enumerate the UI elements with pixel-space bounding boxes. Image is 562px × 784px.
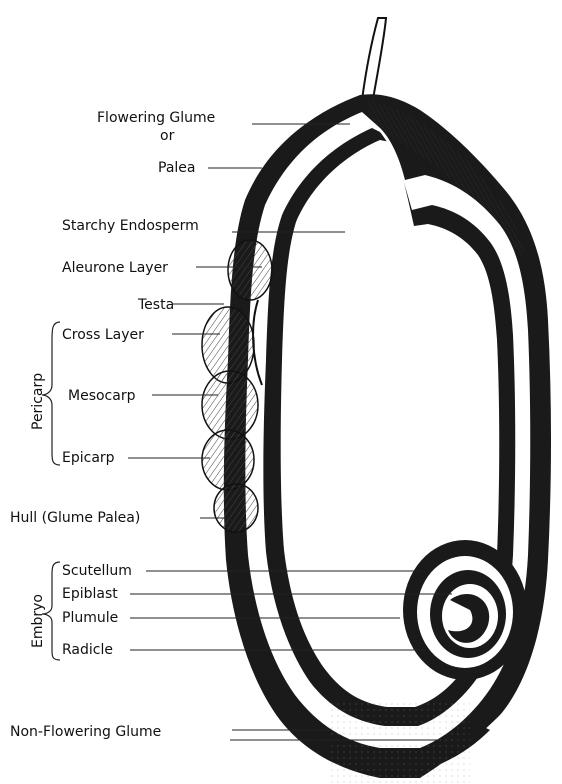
label-hull: Hull (Glume Palea) (10, 510, 140, 526)
label-radicle: Radicle (62, 642, 113, 658)
label-plumule: Plumule (62, 610, 118, 626)
pericarp-lobe-4 (214, 484, 258, 532)
label-starchy-endosperm: Starchy Endosperm (62, 218, 199, 234)
label-scutellum: Scutellum (62, 563, 132, 579)
label-testa: Testa (137, 297, 174, 313)
group-label-pericarp: Pericarp (30, 373, 46, 430)
label-epicarp: Epicarp (62, 450, 115, 466)
label-or: or (160, 128, 175, 144)
label-mesocarp: Mesocarp (68, 388, 136, 404)
grain-illustration (202, 18, 551, 784)
base-stipple (330, 700, 470, 784)
label-flowering-glume: Flowering Glume (97, 110, 215, 126)
pericarp-lobe-upper (228, 240, 272, 300)
awn (362, 18, 386, 105)
label-epiblast: Epiblast (62, 586, 118, 602)
group-label-embryo: Embryo (30, 594, 46, 648)
label-non-flowering-glume: Non-Flowering Glume (10, 724, 161, 740)
label-cross-layer: Cross Layer (62, 327, 144, 343)
labels: Flowering Glume or Palea Starchy Endospe… (10, 110, 215, 740)
pericarp-lobe-2 (202, 371, 258, 439)
pericarp-lobe-3 (202, 430, 254, 490)
embryo-drawing (403, 540, 527, 680)
label-palea: Palea (158, 160, 195, 176)
label-aleurone-layer: Aleurone Layer (62, 260, 168, 276)
